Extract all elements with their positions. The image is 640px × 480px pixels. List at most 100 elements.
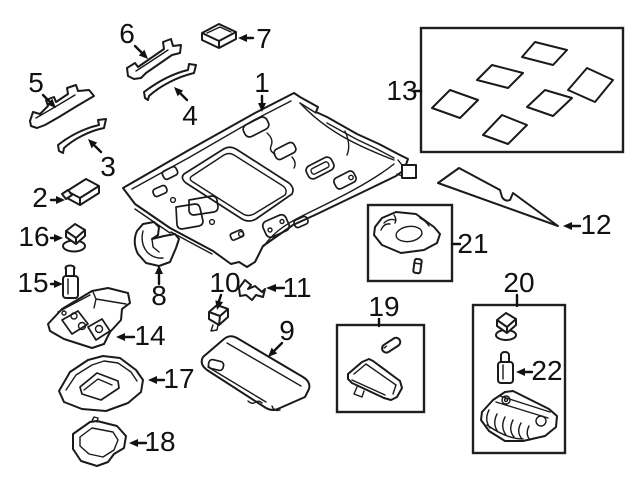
- part-1-hole-h: [208, 218, 216, 226]
- part-19-lens: [347, 358, 403, 401]
- part-1-crease-lines: [263, 102, 395, 247]
- part-22-body: [497, 361, 514, 384]
- part-15-adhesive-vial[interactable]: 15: [17, 264, 79, 299]
- callout-4-arrow-shaft: [178, 91, 189, 102]
- part-9-foot: [247, 400, 281, 412]
- callout-17-label: 17: [163, 363, 194, 394]
- part-22-neck: [500, 354, 510, 363]
- part-9-edge-lines: [207, 342, 302, 403]
- part-14-socket-4: [61, 310, 67, 316]
- callout-10-arrow-shaft: [217, 293, 223, 303]
- part-17-inner-rim: [65, 360, 138, 391]
- part-2-retainer[interactable]: 2: [32, 178, 100, 213]
- callout-16-label: 16: [18, 221, 49, 252]
- callout-16-arrow-head: [54, 234, 63, 242]
- part-10-tab: [210, 324, 219, 332]
- callout-5-arrow-head: [46, 98, 56, 108]
- part-21-dome-lamp-box[interactable]: 21: [366, 203, 489, 283]
- part-7-detail: [206, 26, 232, 34]
- part-21-bulb: [412, 257, 423, 275]
- part-18-tab: [91, 416, 99, 423]
- part-20-lamp-pivot: [501, 395, 511, 405]
- callout-5-arrow-shaft: [41, 93, 51, 103]
- part-20-lamp-kit-box[interactable]: 20: [471, 267, 567, 455]
- part-4-bracket[interactable]: 4: [143, 63, 198, 131]
- part-1-wire-squiggles: [266, 132, 296, 169]
- part-21-lamp-shape: [373, 211, 441, 254]
- callout-14-label: 14: [134, 320, 165, 351]
- part-12-shape: [437, 167, 559, 227]
- part-19-lamp-kit-box[interactable]: 19: [335, 291, 426, 414]
- callout-8-label: 8: [151, 280, 167, 311]
- part-14-back-wall: [57, 291, 127, 313]
- part-16-head: [65, 223, 86, 245]
- part-1-headliner-panel[interactable]: 1: [122, 67, 417, 268]
- part-20-lamp-hole: [535, 415, 547, 427]
- part-1-cutout-f: [152, 184, 168, 198]
- part-14-socket-1: [70, 312, 78, 320]
- part-7-pad[interactable]: 7: [201, 23, 272, 54]
- callout-8-arrow-head: [155, 265, 163, 274]
- part-1-thickness-lines: [131, 100, 395, 255]
- part-12-trim-strip[interactable]: 12: [437, 167, 612, 240]
- part-1-cutout-k: [293, 215, 309, 229]
- callout-21-label: 21: [457, 228, 488, 259]
- part-1-side-tab: [401, 164, 417, 179]
- part-5-bracket[interactable]: 5: [28, 67, 95, 129]
- part-21-details: [380, 214, 430, 231]
- callout-2-arrow-head: [56, 196, 65, 204]
- callout-13-label: 13: [386, 75, 417, 106]
- part-8-bracket[interactable]: 8: [133, 221, 180, 311]
- part-14-socket-2: [77, 321, 87, 331]
- callout-22-arrow-head: [516, 368, 525, 376]
- part-20-lamp-ribs: [486, 409, 531, 441]
- part-1-console-openings: [175, 195, 219, 230]
- callout-3-arrow-shaft: [93, 144, 103, 154]
- part-2-tab: [61, 189, 73, 200]
- callout-6-arrow-shaft: [133, 44, 143, 54]
- part-9-mount-notch: [207, 358, 225, 372]
- part-1-bracket-plate: [261, 213, 291, 239]
- part-1-hole-g: [169, 196, 177, 204]
- part-16-push-clip[interactable]: 16: [18, 221, 86, 253]
- part-18-shape: [72, 420, 127, 467]
- callout-18-label: 18: [144, 426, 175, 457]
- part-1-sunroof-inner: [189, 152, 287, 217]
- callout-4-arrow-head: [174, 87, 184, 97]
- part-19-bulb-cap-line: [383, 345, 388, 349]
- part-9-sun-visor[interactable]: 9: [200, 315, 311, 412]
- callout-15-label: 15: [17, 267, 48, 298]
- part-18-trim-bezel[interactable]: 18: [72, 416, 176, 467]
- part-17-opening: [79, 372, 120, 401]
- part-19-lens-details: [351, 363, 397, 398]
- callout-1-label: 1: [254, 67, 270, 98]
- part-6-bracket[interactable]: 6: [119, 18, 182, 80]
- part-5-shape: [29, 84, 95, 129]
- callout-7-arrow-head: [238, 34, 247, 42]
- part-19-box: [335, 323, 426, 414]
- part-11-clip[interactable]: 11: [238, 272, 312, 303]
- callout-19-label: 19: [368, 291, 399, 322]
- part-1-cutout-j: [229, 229, 245, 241]
- callout-15-arrow-head: [54, 280, 63, 288]
- part-22-bulb[interactable]: 22: [497, 351, 563, 386]
- part-21-lens: [395, 225, 423, 243]
- part-14-overhead-console[interactable]: 14: [47, 287, 166, 351]
- callout-6-label: 6: [119, 18, 135, 49]
- part-1-shape: [122, 92, 409, 268]
- part-14-lens-2: [87, 318, 111, 341]
- callout-17-arrow-head: [148, 376, 157, 384]
- part-20-lamp-bar: [495, 395, 551, 419]
- callout-22-label: 22: [531, 355, 562, 386]
- callout-9-arrow-head: [268, 347, 278, 357]
- callout-3-label: 3: [100, 151, 116, 182]
- part-17-console-housing[interactable]: 17: [58, 355, 195, 412]
- part-3-bracket[interactable]: 3: [57, 118, 116, 182]
- part-10-clip[interactable]: 10: [208, 267, 241, 332]
- callout-9-label: 9: [279, 315, 295, 346]
- part-17-shape: [58, 355, 144, 412]
- part-15-body: [62, 275, 79, 299]
- callout-9-arrow-shaft: [273, 341, 284, 352]
- part-13-pad-kit-box[interactable]: 13: [386, 26, 625, 154]
